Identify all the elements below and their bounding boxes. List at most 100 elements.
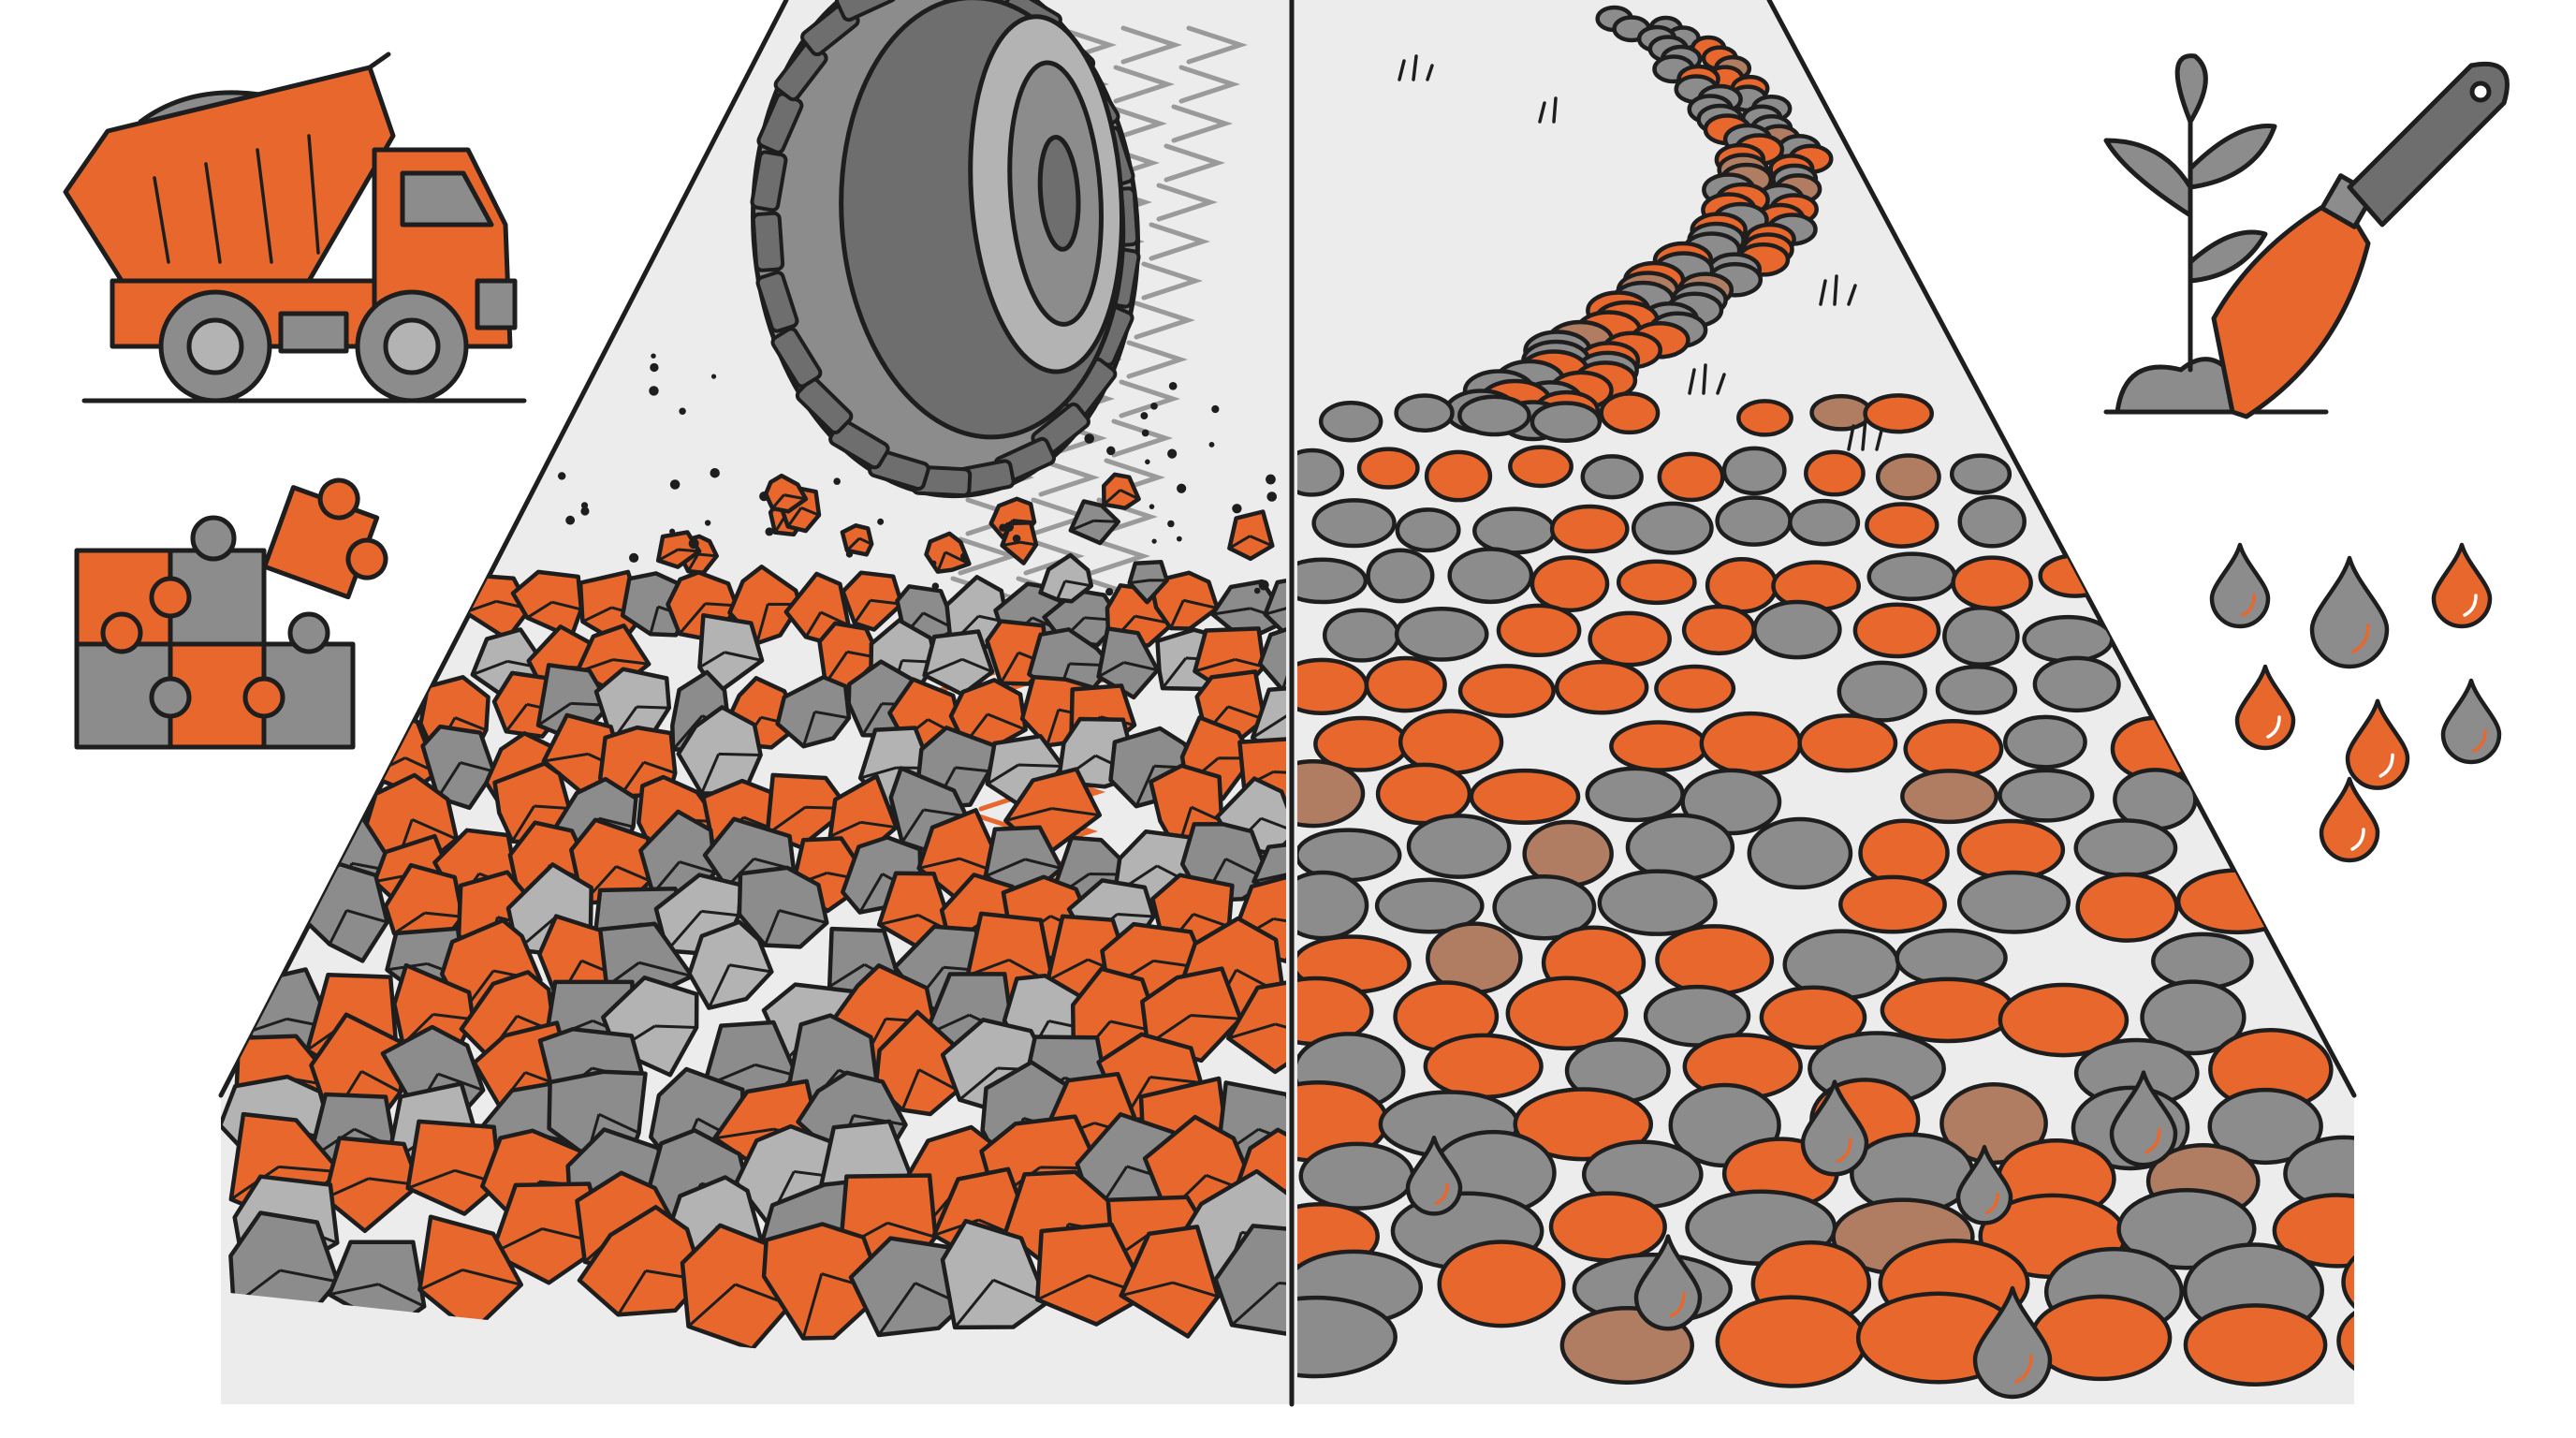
- gravel-speck: [1232, 504, 1242, 514]
- dump-truck-icon: [63, 51, 527, 404]
- rock-facet: [924, 657, 993, 677]
- round-pebble: [1949, 453, 2012, 495]
- round-pebble: [1457, 664, 1556, 718]
- round-pebble: [2336, 1295, 2354, 1387]
- gravel-speck: [1106, 446, 1116, 456]
- gravel-speck: [1167, 520, 1175, 528]
- gravel-speck: [1176, 536, 1182, 542]
- gravel-speck: [1145, 459, 1150, 465]
- angular-rock: [1119, 1225, 1221, 1339]
- rock-facet: [1005, 807, 1101, 822]
- rock-facet: [1002, 540, 1037, 548]
- gravel-speck: [877, 518, 885, 525]
- gravel-speck: [759, 491, 769, 502]
- gravel-speck: [542, 453, 548, 460]
- gravel-speck: [629, 552, 639, 563]
- angular-rock: [761, 1222, 886, 1341]
- round-pebble: [1721, 446, 1787, 496]
- round-pebble: [1804, 449, 1866, 497]
- gravel-speck: [679, 407, 686, 415]
- angular-rock: [405, 1119, 503, 1216]
- angular-rock: [940, 1218, 1049, 1330]
- round-pebble: [1699, 711, 1803, 776]
- water-drops-on-pebbles: [1405, 1070, 2178, 1400]
- water-drop: [2309, 555, 2390, 669]
- round-pebble: [1759, 985, 1867, 1050]
- round-pebble: [2140, 979, 2247, 1056]
- gravel-debris: [525, 352, 1278, 596]
- round-pebble: [2022, 614, 2115, 664]
- gravel-speck: [1258, 580, 1269, 591]
- round-pebble: [1809, 393, 1873, 432]
- angular-rock: [1068, 499, 1120, 546]
- round-pebble: [1530, 555, 1610, 613]
- rock-facet: [328, 908, 388, 946]
- round-pebble: [1298, 1141, 1415, 1211]
- round-pebble: [1364, 655, 1447, 713]
- round-pebble: [1406, 814, 1512, 879]
- round-pebble: [1655, 924, 1775, 996]
- gravel-speck: [710, 468, 720, 478]
- round-pebble: [1951, 555, 2033, 611]
- tread-lug: [835, 0, 898, 22]
- gravel-speck: [653, 388, 659, 393]
- rock-facet: [526, 600, 582, 620]
- drop-highlight: [2266, 715, 2281, 739]
- grass-tufts: [1398, 54, 1883, 451]
- gravel-speck: [1084, 433, 1095, 444]
- round-pebble: [2341, 1237, 2354, 1328]
- round-pebble: [1752, 599, 1842, 660]
- rock-facet: [1169, 598, 1218, 629]
- gravel-speck: [710, 374, 717, 379]
- round-pebble: [1548, 1191, 1667, 1263]
- round-pebble: [1942, 605, 2020, 668]
- water-drop: [2431, 542, 2493, 629]
- gravel-speck: [1150, 403, 1158, 410]
- round-pebble: [1423, 1033, 1544, 1100]
- round-pebble: [1956, 870, 2071, 934]
- round-pebble: [1998, 768, 2095, 823]
- round-pebble: [1863, 393, 1934, 434]
- angular-rock: [737, 865, 829, 949]
- round-pebble: [1935, 664, 2018, 715]
- round-pebble: [1469, 768, 1581, 826]
- round-pebble: [2073, 818, 2178, 878]
- angular-rock: [1257, 625, 1286, 703]
- drop-highlight: [2241, 594, 2256, 617]
- round-pebble: [1318, 400, 1383, 443]
- rock-facet: [1253, 870, 1286, 883]
- angular-rocks: [221, 472, 1286, 1352]
- round-pebble: [1895, 928, 2008, 988]
- rock-facet: [786, 506, 820, 528]
- round-pebble: [1492, 873, 1597, 941]
- round-pebble: [1858, 818, 1950, 888]
- trowel-sprout-icon: [2103, 53, 2510, 419]
- round-pebble: [1374, 877, 1485, 934]
- round-pebble: [1736, 399, 1793, 437]
- round-pebble: [1297, 557, 1368, 605]
- angular-rock: [1263, 572, 1286, 646]
- round-pebble: [1654, 664, 1736, 713]
- drop-highlight: [1985, 1192, 1999, 1214]
- gravel-speck: [930, 560, 937, 566]
- gravel-speck: [833, 477, 841, 485]
- gravel-speck: [1211, 404, 1220, 414]
- round-pebble: [2032, 655, 2121, 713]
- angular-rock: [1213, 1224, 1286, 1340]
- rock-facet: [845, 536, 872, 552]
- rock-facet: [418, 1268, 522, 1291]
- round-pebble: [1554, 659, 1649, 715]
- round-pebble: [1797, 713, 1898, 773]
- drop-highlight: [2472, 729, 2487, 753]
- round-pebble: [1437, 1240, 1566, 1328]
- round-pebble: [2207, 1087, 2323, 1166]
- water-drop: [2109, 1070, 2178, 1167]
- tread-lug: [755, 271, 799, 333]
- gravel-speck: [1266, 492, 1278, 502]
- round-pebble: [1297, 448, 1345, 497]
- water-drop: [1955, 1144, 2013, 1225]
- rock-facet: [763, 909, 827, 946]
- tire-icon: [750, 0, 1141, 499]
- round-pebble: [1788, 498, 1861, 547]
- round-pebble: [1322, 608, 1401, 663]
